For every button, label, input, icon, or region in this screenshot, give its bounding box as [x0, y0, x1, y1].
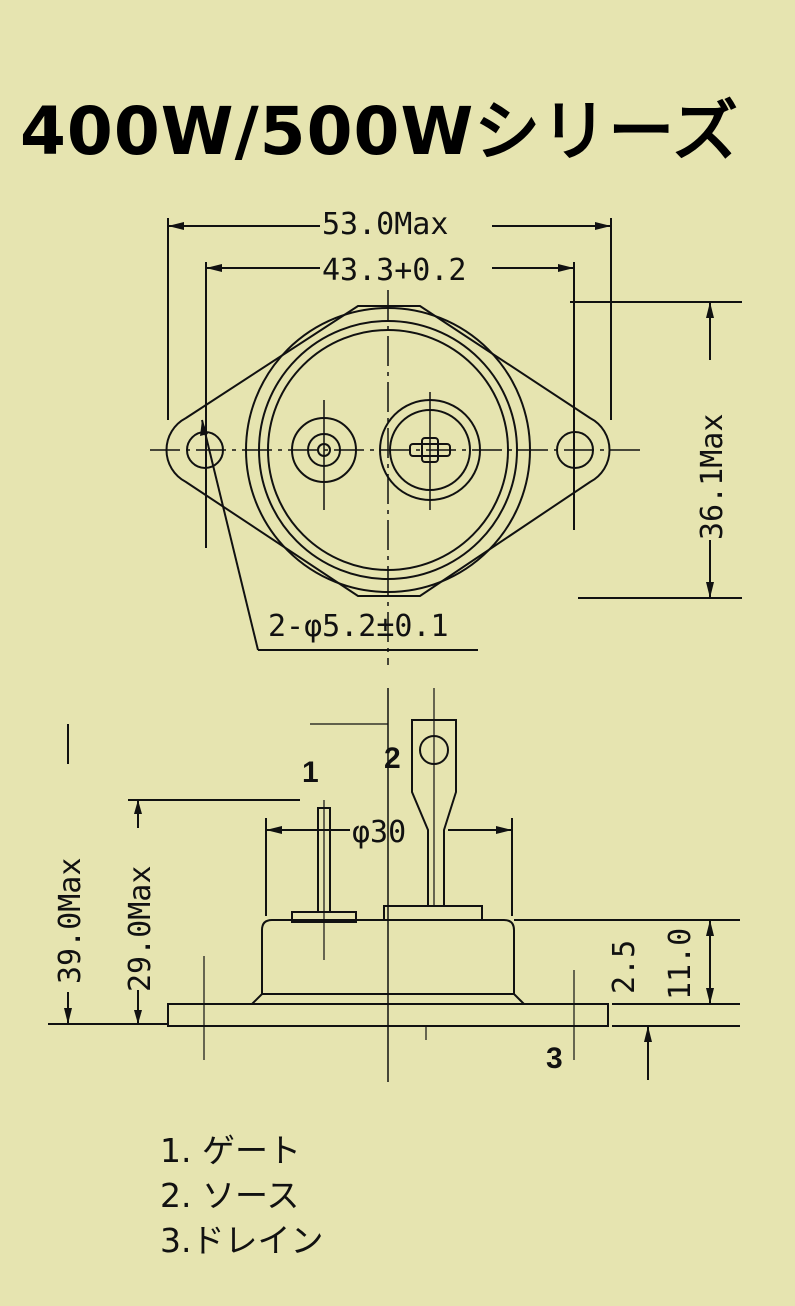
- page-title: 400W/500Wシリーズ: [20, 93, 739, 170]
- legend-item-gate: 1. ゲート: [160, 1131, 301, 1170]
- terminal-3-label: 3: [546, 1042, 563, 1075]
- side-view: φ30 1 2 3 39.0Max 29.0Max 2.5 11.0: [48, 688, 740, 1082]
- terminal-2-label: 2: [384, 742, 401, 775]
- legend-item-drain: 3.ドレイン: [160, 1221, 324, 1260]
- legend-item-source: 2. ソース: [160, 1176, 300, 1215]
- terminal-legend: 1. ゲート 2. ソース 3.ドレイン: [160, 1128, 324, 1263]
- hole-pitch-label: 43.3+0.2: [322, 253, 467, 288]
- width-max-label: 53.0Max: [322, 207, 448, 242]
- total-height-max-label: 39.0Max: [53, 858, 88, 984]
- height-max-label: 36.1Max: [695, 414, 730, 540]
- hole-spec-label: 2-φ5.2±0.1: [268, 609, 449, 644]
- body-height-max-label: 29.0Max: [123, 866, 158, 992]
- top-view: 53.0Max 43.3+0.2: [150, 207, 742, 665]
- flange-thickness-label: 2.5: [607, 940, 642, 994]
- body-diameter-label: φ30: [352, 815, 406, 850]
- terminal-1-label: 1: [302, 756, 319, 789]
- case-height-label: 11.0: [663, 928, 698, 1000]
